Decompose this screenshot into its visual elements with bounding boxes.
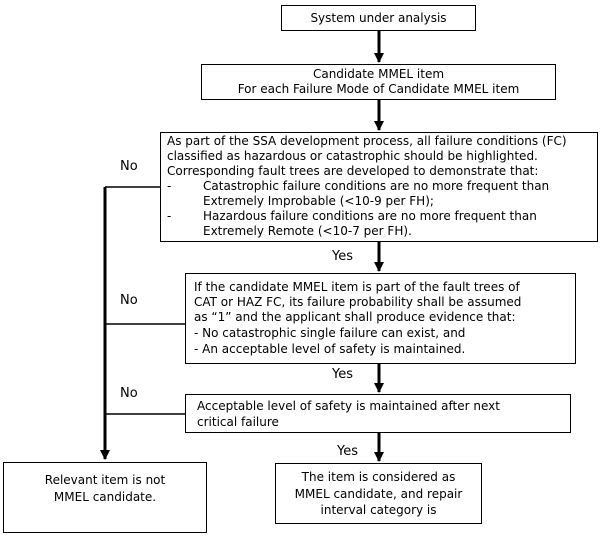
is-candidate-line1: The item is considered as xyxy=(301,470,456,484)
candidate-mmel-item-box: Candidate MMEL item For each Failure Mod… xyxy=(201,64,556,100)
ssa-process-box: As part of the SSA development process, … xyxy=(160,132,598,242)
is-candidate-line3: interval category is xyxy=(320,503,437,517)
candidate-line2: For each Failure Mode of Candidate MMEL … xyxy=(237,82,520,96)
ssa-bullet2-line2: Extremely Remote (<10-7 per FH). xyxy=(203,224,412,238)
ssa-bullet2-line1: Hazardous failure conditions are no more… xyxy=(203,209,537,223)
is-candidate-box: The item is considered as MMEL candidate… xyxy=(275,463,482,524)
no-label-1: No xyxy=(120,159,138,174)
system-under-analysis-text: System under analysis xyxy=(310,11,447,25)
next-failure-box: Acceptable level of safety is maintained… xyxy=(185,394,571,433)
faulttree-line3: as “1” and the applicant shall produce e… xyxy=(194,310,516,324)
fault-tree-box: If the candidate MMEL item is part of th… xyxy=(185,273,576,364)
ssa-bullet1-line1: Catastrophic failure conditions are no m… xyxy=(203,179,550,193)
faulttree-line5: - An acceptable level of safety is maint… xyxy=(194,342,466,356)
faulttree-line1: If the candidate MMEL item is part of th… xyxy=(194,280,520,294)
next-failure-line2: critical failure xyxy=(197,415,279,429)
faulttree-line4: - No catastrophic single failure can exi… xyxy=(194,326,466,340)
ssa-line3: Corresponding fault trees are developed … xyxy=(167,164,539,178)
ssa-bullet1-line2: Extremely Improbable (<10-9 per FH); xyxy=(203,194,434,208)
not-candidate-line1: Relevant item is not xyxy=(44,473,166,487)
ssa-bullet2-marker: - xyxy=(167,209,172,223)
is-candidate-line2: MMEL candidate, and repair xyxy=(294,487,463,501)
no-label-3: No xyxy=(120,386,138,401)
candidate-line1: Candidate MMEL item xyxy=(312,67,445,81)
no-label-2: No xyxy=(120,293,138,308)
yes-label-2: Yes xyxy=(332,367,353,382)
system-under-analysis-box: System under analysis xyxy=(281,5,476,31)
next-failure-line1: Acceptable level of safety is maintained… xyxy=(197,399,500,413)
not-candidate-line2: MMEL candidate. xyxy=(53,490,157,504)
ssa-bullet1-marker: - xyxy=(167,179,172,193)
yes-label-1: Yes xyxy=(332,249,353,264)
not-candidate-box: Relevant item is not MMEL candidate. xyxy=(3,462,207,533)
yes-label-3: Yes xyxy=(337,444,358,459)
faulttree-line2: CAT or HAZ FC, its failure probability s… xyxy=(194,295,522,309)
ssa-line2: classified as hazardous or catastrophic … xyxy=(167,149,538,163)
ssa-line1: As part of the SSA development process, … xyxy=(167,134,567,148)
